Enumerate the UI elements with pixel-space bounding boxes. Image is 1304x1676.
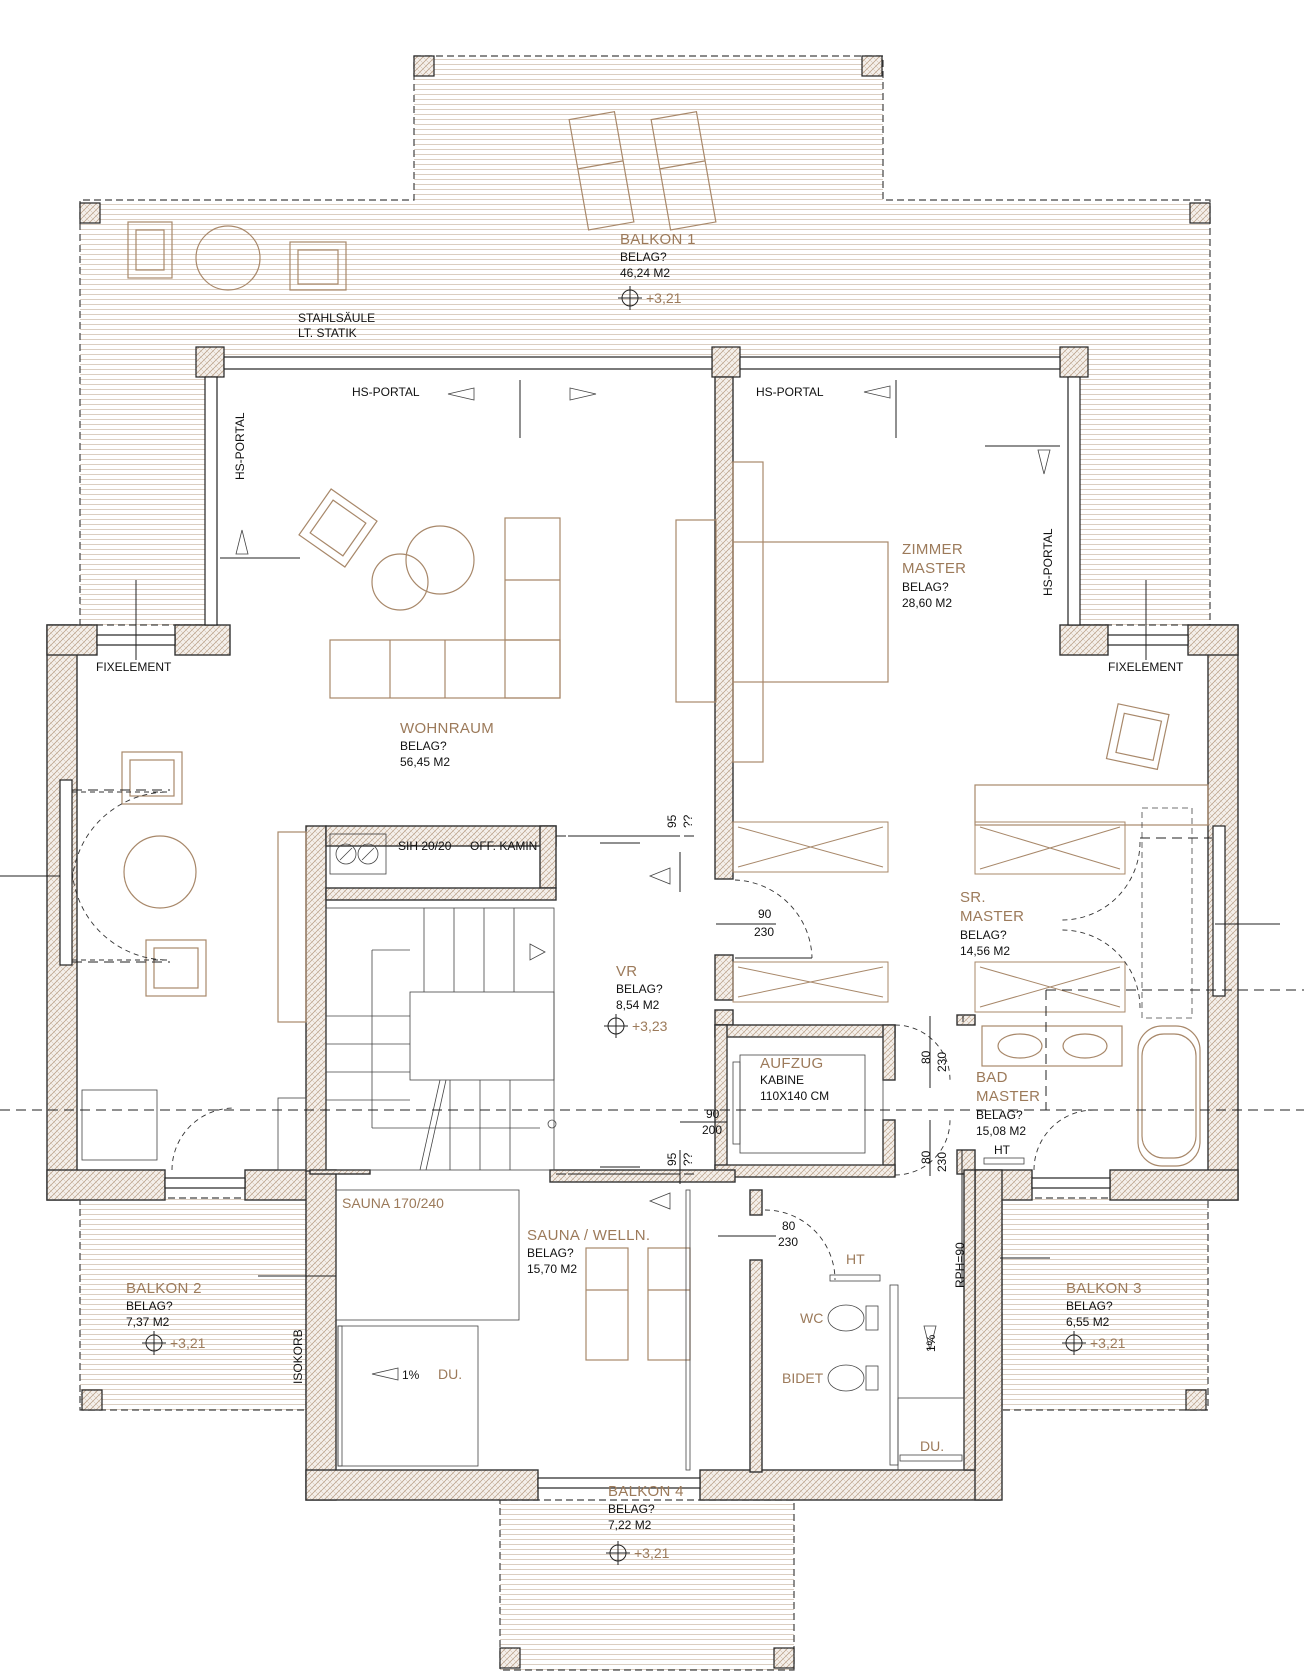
sauna-furniture — [335, 1189, 691, 1471]
aufzug-kabine: KABINE — [760, 1073, 804, 1087]
dim-95-top: 95 — [665, 814, 679, 828]
elevator — [726, 1036, 884, 1166]
fixelement-label-right: FIXELEMENT — [1108, 660, 1184, 674]
wc-label: WC — [800, 1310, 823, 1326]
bath-fixtures — [981, 807, 1201, 1167]
bad-floor: BELAG? — [976, 1108, 1023, 1122]
aufzug-size: 110X140 CM — [760, 1089, 829, 1103]
bad-area: 15,08 M2 — [976, 1124, 1026, 1138]
aufzug-name: AUFZUG — [760, 1055, 823, 1072]
dim-80-top: 80 — [919, 1050, 933, 1064]
sliding-arrows — [235, 385, 1051, 1381]
dim-qq-top: ?? — [681, 814, 695, 828]
dim-80-bottom: 80 — [919, 1150, 933, 1164]
wohnraum-furniture — [81, 488, 561, 1161]
balkon-1-name: BALKON 1 — [620, 231, 696, 248]
balkon-4-level: +3,21 — [634, 1545, 670, 1561]
zimmer-floor: BELAG? — [902, 580, 949, 594]
bidet-label: BIDET — [782, 1370, 824, 1386]
fireplace — [329, 833, 387, 875]
sih-label: SIH 20/20 — [398, 839, 452, 853]
reference-lines — [0, 380, 1304, 1286]
sauna-du-label: DU. — [438, 1366, 462, 1382]
balkon-4-deck — [499, 1499, 795, 1671]
balkon-2-level: +3,21 — [170, 1335, 206, 1351]
balkon-3-level: +3,21 — [1090, 1335, 1126, 1351]
wc-slope: 1% — [924, 1334, 938, 1352]
isokorb-label: ISOKORB — [291, 1329, 305, 1384]
hs-portal-label-4: HS-PORTAL — [1041, 528, 1055, 596]
dim-200-lift: 200 — [702, 1123, 722, 1137]
sr-name: SR. — [960, 889, 986, 906]
zimmer-area: 28,60 M2 — [902, 596, 952, 610]
balkon-2-deck — [79, 1197, 307, 1411]
sr-name-2: MASTER — [960, 908, 1024, 925]
dim-80-wc: 80 — [782, 1219, 796, 1233]
sauna-area: 15,70 M2 — [527, 1262, 577, 1276]
balcony-furniture — [127, 110, 717, 291]
statik-label: LT. STATIK — [298, 326, 357, 340]
fixelement-label-left: FIXELEMENT — [96, 660, 172, 674]
vr-level: +3,23 — [632, 1018, 668, 1034]
bedroom-furniture — [675, 461, 1170, 771]
level-markers — [142, 286, 1086, 1565]
sauna-slope: 1% — [402, 1368, 420, 1382]
zimmer-name: ZIMMER — [902, 541, 963, 558]
dim-230-bottom: 230 — [935, 1152, 949, 1172]
balkon-4-area: 7,22 M2 — [608, 1518, 652, 1532]
wc-fixtures — [827, 1157, 1025, 1471]
balkon-3-deck — [1001, 1197, 1209, 1411]
wohnraum-area: 56,45 M2 — [400, 755, 450, 769]
dim-230-top: 230 — [935, 1052, 949, 1072]
sauna-floor: BELAG? — [527, 1246, 574, 1260]
dim-95-bottom: 95 — [665, 1152, 679, 1166]
bad-name: BAD — [976, 1069, 1008, 1086]
balkon-2-name: BALKON 2 — [126, 1280, 202, 1297]
wohnraum-name: WOHNRAUM — [400, 720, 494, 737]
balkon-3-area: 6,55 M2 — [1066, 1315, 1110, 1329]
dim-90-lift: 90 — [706, 1107, 720, 1121]
balkon-4-name: BALKON 4 — [608, 1483, 684, 1500]
wohnraum-floor: BELAG? — [400, 739, 447, 753]
hs-portal-label-1: HS-PORTAL — [352, 385, 420, 399]
sauna-cabin-label: SAUNA 170/240 — [342, 1195, 444, 1211]
balkon-1-level: +3,21 — [646, 290, 682, 306]
ht-label-wc: HT — [846, 1251, 865, 1267]
stahlsaeule-label: STAHLSÄULE — [298, 311, 375, 325]
hs-portal-label-2: HS-PORTAL — [756, 385, 824, 399]
hs-portal-label-3: HS-PORTAL — [233, 412, 247, 480]
vr-name: VR — [616, 963, 637, 980]
sauna-name: SAUNA / WELLN. — [527, 1227, 650, 1244]
sr-floor: BELAG? — [960, 928, 1007, 942]
balkon-1-floor: BELAG? — [620, 250, 667, 264]
vr-floor: BELAG? — [616, 982, 663, 996]
balkon-3-floor: BELAG? — [1066, 1299, 1113, 1313]
dim-qq-bottom: ?? — [681, 1152, 695, 1166]
dim-230-vr: 230 — [754, 925, 774, 939]
sr-area: 14,56 M2 — [960, 944, 1010, 958]
balkon-2-floor: BELAG? — [126, 1299, 173, 1313]
balkon-2-area: 7,37 M2 — [126, 1315, 170, 1329]
rph-label: RPH=90 — [953, 1242, 967, 1288]
vr-area: 8,54 M2 — [616, 998, 660, 1012]
dim-230-wc: 230 — [778, 1235, 798, 1249]
hs-portal-frames — [59, 356, 1226, 1489]
balkon-1-area: 46,24 M2 — [620, 266, 670, 280]
dim-90-vr: 90 — [758, 907, 772, 921]
bad-name-2: MASTER — [976, 1088, 1040, 1105]
kamin-label: OFF. KAMIN — [470, 839, 537, 853]
zimmer-name-2: MASTER — [902, 560, 966, 577]
staircase — [277, 907, 557, 1171]
wc-du-label: DU. — [920, 1438, 944, 1454]
balkon-3-name: BALKON 3 — [1066, 1280, 1142, 1297]
interior-walls — [305, 376, 976, 1473]
ht-label-bad: HT — [994, 1143, 1011, 1157]
balkon-4-floor: BELAG? — [608, 1502, 655, 1516]
wardrobes — [732, 784, 1209, 1013]
